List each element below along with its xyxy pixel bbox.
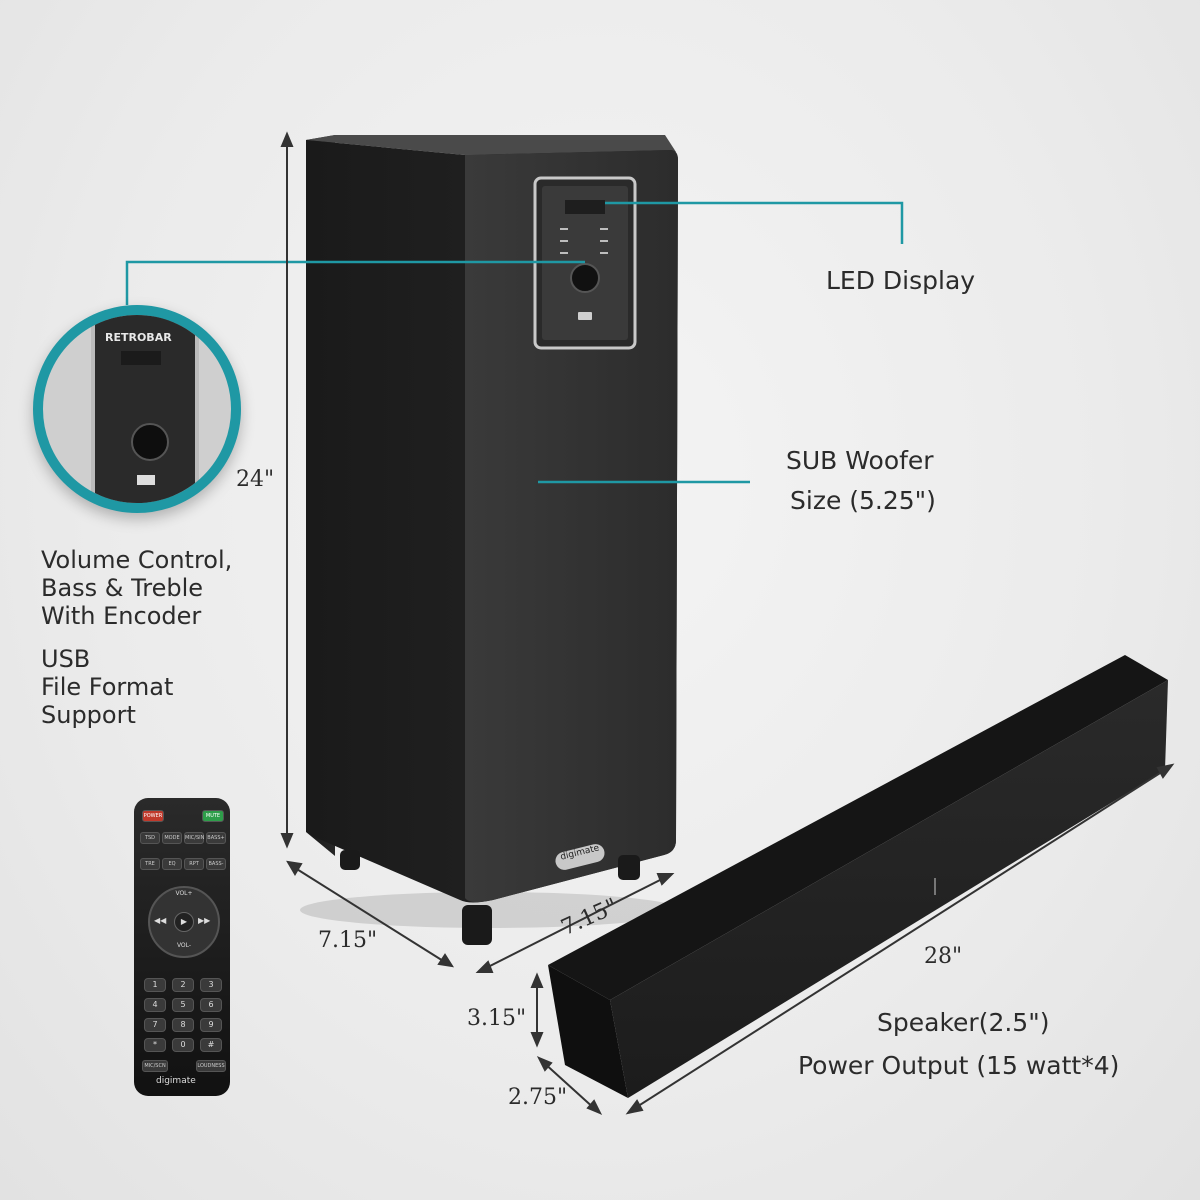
remote-key: 3 — [200, 978, 222, 992]
zoom-panel-logo: RETROBAR — [105, 331, 172, 344]
zoom-usb-port — [137, 475, 155, 485]
leader-lines — [125, 201, 904, 484]
remote-logo: digimate — [156, 1076, 196, 1086]
remote-eq-button: EQ — [162, 858, 182, 870]
subwoofer-label-line1: SUB Woofer — [786, 446, 934, 475]
tower-foot — [462, 905, 492, 945]
remote-key: 6 — [200, 998, 222, 1012]
dimension-lines — [280, 131, 1175, 1115]
remote-dpad: VOL+ VOL- ▶ ◀◀ ▶▶ — [148, 886, 220, 958]
feature-volume: Volume Control, Bass & Treble With Encod… — [41, 546, 232, 630]
remote-bass-up-button: BASS+ — [206, 832, 226, 844]
remote-key: 2 — [172, 978, 194, 992]
zoom-led-display — [121, 351, 161, 365]
remote-tsd-button: TSD — [140, 832, 160, 844]
next-icon: ▶▶ — [198, 916, 211, 925]
soundbar-top — [548, 655, 1168, 1000]
remote-key: # — [200, 1038, 222, 1052]
feature-usb-line1: USB — [41, 645, 91, 673]
soundbar-end — [548, 965, 628, 1098]
zoom-panel: RETROBAR — [91, 315, 199, 503]
remote-mic-scn-button: MIC/SCN — [142, 1060, 168, 1072]
feature-volume-line3: With Encoder — [41, 602, 202, 630]
zoom-volume-knob — [131, 423, 169, 461]
speaker-label-line1: Speaker(2.5") — [877, 1008, 1050, 1037]
remote-tre-button: TRE — [140, 858, 160, 870]
feature-volume-line1: Volume Control, — [41, 546, 233, 574]
feature-volume-line2: Bass & Treble — [41, 574, 204, 602]
remote-rpt-button: RPT — [184, 858, 204, 870]
remote-power-button: POWER — [142, 810, 164, 822]
remote-key: 0 — [172, 1038, 194, 1052]
speaker-label-line2: Power Output (15 watt*4) — [798, 1051, 1120, 1080]
remote-mute-button: MUTE — [202, 810, 224, 822]
subwoofer-label-line2: Size (5.25") — [790, 486, 936, 515]
remote-vol-down-label: VOL- — [176, 942, 192, 949]
remote-control: POWER MUTE TSD MODE MIC/SIN BASS+ TRE EQ… — [134, 798, 230, 1096]
dim-bar-height: 3.15" — [467, 1006, 527, 1031]
remote-key: 7 — [144, 1018, 166, 1032]
tower-logo-badge — [555, 844, 605, 870]
tower-foot — [340, 850, 360, 870]
play-pause-icon: ▶ — [174, 912, 194, 932]
feature-usb-line2: File Format — [41, 673, 174, 701]
usb-port — [578, 312, 592, 320]
led-display-screen — [565, 200, 605, 214]
remote-key: 4 — [144, 998, 166, 1012]
remote-key: 9 — [200, 1018, 222, 1032]
tower-foot — [618, 855, 640, 880]
remote-loudness-button: LOUDNESS — [196, 1060, 226, 1072]
remote-key: 8 — [172, 1018, 194, 1032]
previous-icon: ◀◀ — [154, 916, 167, 925]
dim-tower-height: 24" — [236, 467, 275, 492]
dim-tower-depth: 7.15" — [318, 928, 378, 953]
remote-bass-down-button: BASS- — [206, 858, 226, 870]
tower-top — [306, 135, 676, 155]
volume-knob — [570, 263, 600, 293]
feature-usb: USB File Format Support — [41, 645, 173, 729]
dim-bar-length: 28" — [924, 944, 963, 969]
remote-vol-up-label: VOL+ — [175, 890, 193, 897]
soundbar-front — [610, 680, 1168, 1098]
dim-bar-depth: 2.75" — [508, 1085, 568, 1110]
remote-mic-sin-button: MIC/SIN — [184, 832, 204, 844]
remote-key: 1 — [144, 978, 166, 992]
panel-indicators — [560, 228, 608, 254]
led-display-label: LED Display — [826, 266, 976, 295]
remote-key: 5 — [172, 998, 194, 1012]
feature-usb-line3: Support — [41, 701, 136, 729]
control-panel-zoom: RETROBAR — [33, 305, 241, 513]
remote-mode-button: MODE — [162, 832, 182, 844]
remote-key: * — [144, 1038, 166, 1052]
